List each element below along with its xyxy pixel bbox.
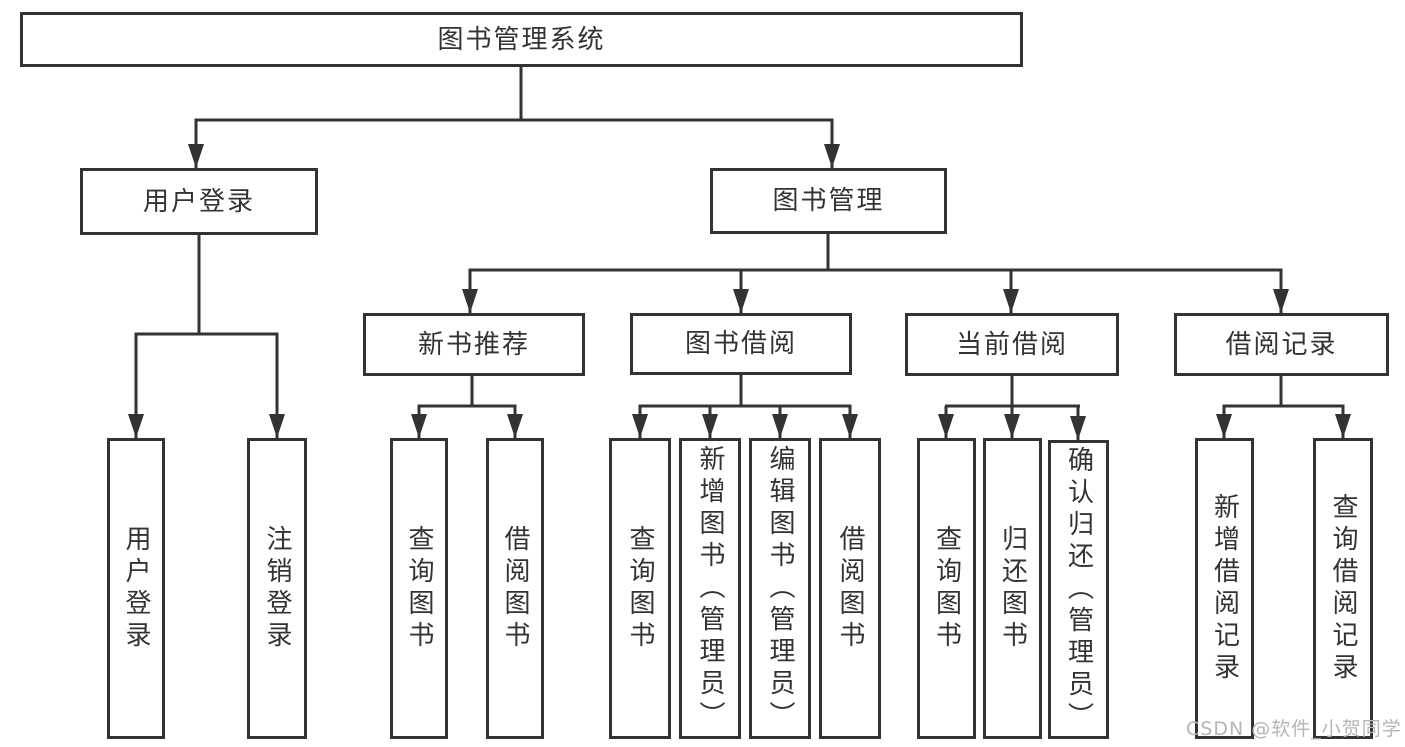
node-label: 图书借阅 [684,329,797,359]
csdn-watermark: CSDN @软件_小贺同学 [1186,718,1402,740]
node-label: 新书推荐 [417,329,530,360]
connector-new-book-recommend [411,376,523,438]
node-user-login: 用户登录 [80,168,318,235]
node-book-borrow: 图书借阅 [630,313,852,375]
node-library-system: 图书管理系统 [20,12,1023,67]
leaf-rec-borrow-books: 借阅图书 [486,438,544,739]
leaf-record-query-borrow-record: 查询借阅记录 [1313,438,1373,739]
node-new-book-recommend: 新书推荐 [363,313,585,376]
connector-user-login [128,235,285,438]
leaf-current-confirm-return-admin: 确认归还（管理员） [1048,440,1109,739]
leaf-logout: 注销登录 [247,438,307,739]
connector-book-borrow [632,375,858,438]
node-label: 图书管理系统 [437,24,606,55]
connector-root [188,67,840,168]
leaf-current-query-books: 查询图书 [917,438,976,739]
node-label: 编辑图书（管理员） [765,444,795,733]
node-label: 查询图书 [625,524,655,653]
node-label: 注销登录 [262,524,292,653]
node-label: 查询借阅记录 [1328,492,1358,685]
node-label: 查询图书 [404,524,434,653]
leaf-borrow-add-books-admin: 新增图书（管理员） [679,438,741,739]
node-label: 新增借阅记录 [1209,492,1240,685]
node-borrow-records: 借阅记录 [1174,313,1389,376]
connector-book-management [462,234,1289,313]
node-book-management: 图书管理 [710,168,947,234]
node-label: 新增图书（管理员） [695,444,725,733]
node-label: 当前借阅 [955,329,1068,360]
leaf-borrow-query-books: 查询图书 [609,438,671,739]
leaf-borrow-edit-books-admin: 编辑图书（管理员） [749,438,811,739]
leaf-rec-query-books: 查询图书 [390,438,448,739]
leaf-user-login: 用户登录 [107,438,165,739]
node-label: 用户登录 [121,524,151,653]
node-label: 图书管理 [772,186,885,216]
leaf-record-add-borrow-record: 新增借阅记录 [1195,438,1254,739]
connector-borrow-records [1216,376,1351,438]
node-label: 借阅图书 [500,524,530,653]
node-current-borrow: 当前借阅 [905,313,1119,376]
node-label: 归还图书 [997,524,1028,653]
leaf-borrow-borrow-books: 借阅图书 [819,438,881,739]
connector-current-borrow [938,376,1086,440]
node-label: 用户登录 [142,186,255,217]
leaf-current-return-books: 归还图书 [983,438,1042,739]
node-label: 借阅图书 [835,524,865,653]
node-label: 确认归还（管理员） [1063,445,1094,734]
node-label: 借阅记录 [1225,329,1338,360]
node-label: 查询图书 [931,524,962,653]
